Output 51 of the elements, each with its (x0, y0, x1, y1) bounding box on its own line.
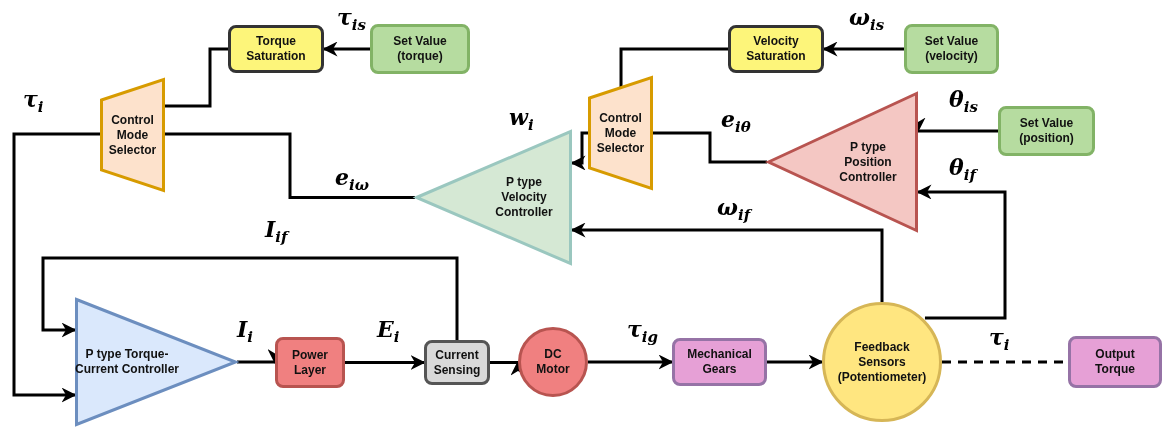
block-label: Velocity Saturation (745, 34, 807, 64)
signal-label: I$_{i}$ (236, 318, 254, 345)
block-label: Feedback Sensors (Potentiometer) (836, 339, 928, 385)
block-label: P type Position Controller (838, 139, 898, 185)
arrow (916, 184, 1007, 320)
block-label: DC Motor (535, 347, 571, 377)
selector-trapezoid (100, 78, 165, 192)
arrow (588, 354, 674, 370)
arrow (12, 132, 100, 403)
connector-line (165, 132, 415, 199)
selector-trapezoid (588, 76, 653, 190)
arrow (322, 41, 370, 57)
arrow (345, 355, 426, 370)
signal-label: E$_{i}$ (376, 318, 401, 345)
process-box (728, 25, 824, 73)
process-circle (518, 327, 588, 397)
block-label: Control Mode Selector (595, 110, 646, 156)
block-label: P type Torque-Current Controller (75, 347, 179, 377)
process-box (672, 338, 767, 386)
process-box (275, 337, 345, 388)
block-label: Set Value (velocity) (923, 34, 980, 64)
arrow (570, 131, 588, 171)
block-label: Set Value (position) (1018, 116, 1075, 146)
arrow (570, 222, 884, 302)
controller-triangle (75, 298, 237, 426)
signal-label: θ$_{is}$ (948, 88, 979, 115)
block-label: Control Mode Selector (107, 112, 158, 158)
process-box (998, 106, 1095, 156)
block-label: Set Value (torque) (392, 34, 448, 64)
connector-line (165, 47, 228, 108)
signal-label: I$_{if}$ (264, 218, 289, 245)
block-label: Power Layer (291, 347, 329, 378)
process-box (370, 24, 470, 74)
block-label: Current Sensing (432, 347, 482, 378)
arrow (767, 354, 824, 370)
controller-triangle (767, 92, 918, 232)
arrow (41, 256, 459, 340)
arrow (822, 41, 904, 57)
block-label: Mechanical Gears (686, 347, 753, 377)
connector-line (653, 131, 767, 164)
process-box (1068, 336, 1162, 388)
connector-line (619, 47, 728, 88)
process-circle (822, 302, 942, 422)
signal-label: θ$_{if}$ (948, 156, 977, 183)
block-label: Output Torque (1094, 347, 1136, 377)
block-label: Torque Saturation (245, 34, 307, 64)
process-box (228, 25, 324, 73)
controller-triangle (415, 130, 572, 265)
block-label: P type Velocity Controller (494, 175, 554, 220)
process-box (424, 340, 490, 385)
process-box (904, 24, 999, 74)
